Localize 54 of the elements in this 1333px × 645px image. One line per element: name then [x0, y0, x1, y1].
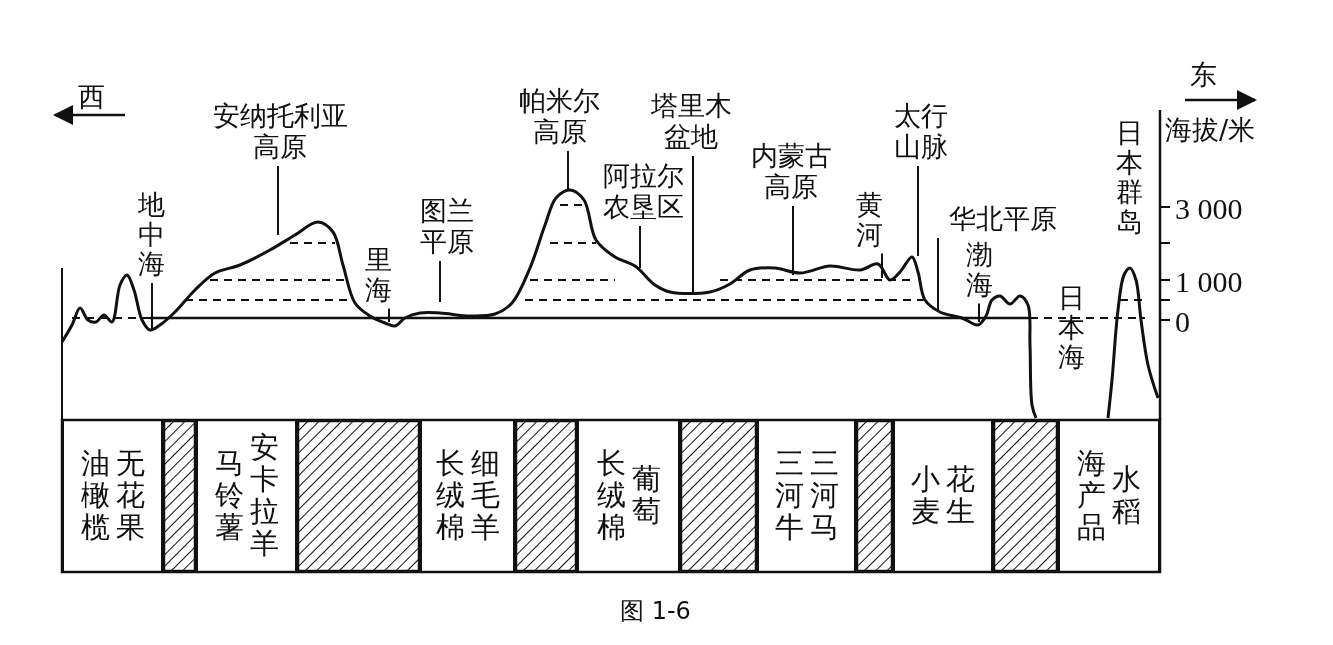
product-label: 三河马 [809, 448, 839, 544]
caption: 图 1-6 [620, 598, 691, 625]
product-label: 三河牛 [774, 448, 804, 544]
leader-line [792, 205, 794, 276]
tick-label: 0 [1175, 305, 1190, 338]
hatched-cell [993, 420, 1058, 572]
leader-line [388, 307, 390, 323]
hatched-cell [297, 420, 420, 572]
place-name: 日本群岛 [1116, 118, 1143, 237]
place-name: 帕米尔高原 [518, 85, 601, 148]
axis-title: 海拔/米 [1165, 115, 1256, 145]
product-label: 细毛羊 [470, 448, 500, 544]
leader-line [639, 225, 641, 269]
product-label: 油橄榄 [80, 448, 110, 544]
place-name: 塔里木盆地 [649, 90, 733, 153]
tick-label: 1 000 [1175, 265, 1243, 298]
product-label: 长绒棉 [596, 448, 626, 544]
product-label: 葡萄 [631, 464, 661, 528]
tick-label: 3 000 [1175, 192, 1243, 225]
place-name: 黄河 [856, 190, 883, 250]
place-name: 地中海 [138, 190, 165, 280]
hatched-cell [680, 420, 757, 572]
product-label: 水稻 [1112, 464, 1141, 528]
product-label: 海产品 [1077, 448, 1106, 544]
leader-line [439, 260, 441, 303]
product-label: 无花果 [115, 448, 145, 544]
place-name: 图兰平原 [419, 195, 475, 258]
product-label: 马铃薯 [214, 448, 244, 544]
product-label: 小麦 [911, 464, 940, 528]
leader-line [978, 302, 980, 323]
hatched-cell [515, 420, 577, 572]
product-label: 安卡拉羊 [249, 432, 279, 560]
leader-line [937, 237, 939, 311]
place-name: 内蒙古高原 [749, 140, 833, 203]
place-name: 日本海 [1058, 283, 1085, 373]
leader-line [567, 150, 569, 191]
leader-line [692, 155, 694, 294]
place-name: 里海 [365, 245, 392, 305]
place-name: 渤海 [966, 240, 993, 300]
place-name: 阿拉尔农垦区 [601, 160, 685, 223]
leader-line [917, 165, 919, 257]
leader-line [881, 252, 883, 279]
leader-line [277, 165, 279, 236]
product-label: 长绒棉 [435, 448, 465, 544]
direction-label: 西 [78, 82, 105, 112]
place-name: 太行山脉 [893, 100, 949, 163]
place-name: 安纳托利亚高原 [211, 100, 349, 163]
direction-label: 东 [1190, 60, 1217, 90]
product-label: 花生 [946, 464, 975, 528]
hatched-cell [163, 420, 196, 572]
leader-line [151, 282, 153, 331]
place-name: 华北平原 [948, 203, 1058, 235]
table-cell [1058, 420, 1160, 572]
hatched-cell [856, 420, 893, 572]
